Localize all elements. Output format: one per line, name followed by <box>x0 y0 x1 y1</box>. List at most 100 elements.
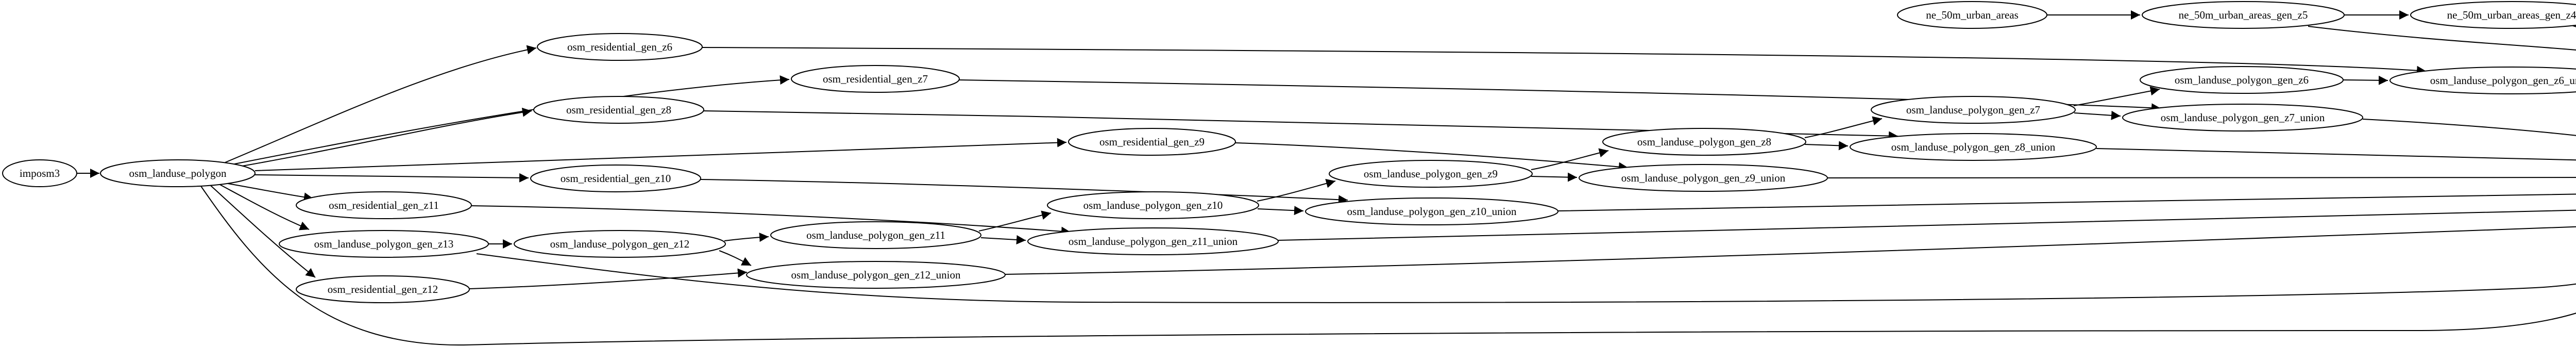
node-osm-landuse-polygon-gen-z9: osm_landuse_polygon_gen_z9 <box>1329 160 1533 188</box>
edge-gen-z13-to-layer-z13 <box>476 253 2576 303</box>
edge-gen-z12-to-gen-z11 <box>724 233 769 242</box>
gen-z10-label: osm_landuse_polygon_gen_z10 <box>1083 199 1223 211</box>
union-z9-label: osm_landuse_polygon_gen_z9_union <box>1621 172 1786 184</box>
union-z12-ellipse <box>746 261 1006 289</box>
union-z11-ellipse <box>1027 227 1279 255</box>
gen-z6-ellipse <box>2140 66 2344 94</box>
res-z7-label: osm_residential_gen_z7 <box>823 73 928 85</box>
union-z10-ellipse <box>1305 198 1558 225</box>
edge-gen-z10-to-union-z10 <box>1257 206 1304 216</box>
edge-gen-z12-to-union-z12 <box>719 250 752 266</box>
node-imposm3: imposm3 <box>2 159 77 187</box>
union-z7-label: osm_landuse_polygon_gen_z7_union <box>2161 111 2325 124</box>
edge-osm-landuse-polygon-to-res-z8 <box>242 107 532 167</box>
gen-z11-ellipse <box>770 221 981 249</box>
node-osm-landuse-polygon-gen-z6-union: osm_landuse_polygon_gen_z6_union <box>2389 67 2576 94</box>
gen-z13-ellipse <box>279 230 489 258</box>
node-osm-landuse-polygon-gen-z12: osm_landuse_polygon_gen_z12 <box>514 230 726 258</box>
edge-osm-landuse-polygon-to-res-z10 <box>255 173 529 183</box>
node-osm-landuse-polygon-gen-z10: osm_landuse_polygon_gen_z10 <box>1047 191 1259 219</box>
gen-z13-label: osm_landuse_polygon_gen_z13 <box>314 238 454 250</box>
node-osm-residential-gen-z9: osm_residential_gen_z9 <box>1068 128 1236 156</box>
node-osm-residential-gen-z11: osm_residential_gen_z11 <box>296 191 472 219</box>
ne-gen-z5-label: ne_50m_urban_areas_gen_z5 <box>2179 9 2308 21</box>
edge-ne-gen-z5-to-layer-z5 <box>2308 26 2576 51</box>
node-osm-landuse-polygon-gen-z9-union: osm_landuse_polygon_gen_z9_union <box>1579 164 1828 192</box>
edge-res-z12-to-union-z12 <box>469 268 748 289</box>
edge-osm-landuse-polygon-to-res-z9 <box>255 138 1067 171</box>
node-osm-landuse-polygon-gen-z8: osm_landuse_polygon_gen_z8 <box>1602 128 1806 156</box>
gen-z12-ellipse <box>514 230 726 258</box>
union-z11-label: osm_landuse_polygon_gen_z11_union <box>1069 235 1238 248</box>
edge-union-z11-to-layer-z11 <box>1278 209 2576 241</box>
union-z6-ellipse <box>2389 67 2576 94</box>
res-z8-ellipse <box>533 96 704 124</box>
gen-z9-label: osm_landuse_polygon_gen_z9 <box>1364 168 1498 180</box>
res-z10-ellipse <box>530 164 701 192</box>
edge-gen-z7-to-gen-z6 <box>2073 86 2160 106</box>
res-z7-ellipse <box>791 65 960 93</box>
edge-gen-z10-to-gen-z9 <box>1257 178 1336 202</box>
ne-urban-label: ne_50m_urban_areas <box>1926 9 2019 21</box>
ne-gen-z4-ellipse <box>2410 1 2576 29</box>
edge-gen-z8-to-union-z8 <box>1804 141 1849 151</box>
node-ne-50m-urban-areas: ne_50m_urban_areas <box>1897 1 2047 29</box>
res-z6-ellipse <box>537 33 703 61</box>
ne-gen-z4-label: ne_50m_urban_areas_gen_z4 <box>2447 9 2576 21</box>
node-osm-landuse-polygon-gen-z10-union: osm_landuse_polygon_gen_z10_union <box>1305 198 1558 225</box>
res-z9-label: osm_residential_gen_z9 <box>1099 136 1205 148</box>
edge-osm-landuse-polygon-to-res-z6 <box>225 45 537 163</box>
edge-gen-z11-to-gen-z10 <box>978 210 1052 232</box>
osm-landuse-polygon-ellipse <box>100 159 256 187</box>
edge-gen-z9-to-union-z9 <box>1531 172 1578 182</box>
osm-landuse-polygon-label: osm_landuse_polygon <box>129 167 227 179</box>
node-osm-residential-gen-z10: osm_residential_gen_z10 <box>530 164 701 192</box>
node-osm-residential-gen-z8: osm_residential_gen_z8 <box>533 96 704 124</box>
node-osm-landuse-polygon: osm_landuse_polygon <box>100 159 256 187</box>
union-z12-label: osm_landuse_polygon_gen_z12_union <box>791 269 961 281</box>
node-osm-residential-gen-z7: osm_residential_gen_z7 <box>791 65 960 93</box>
node-layer: imposm3 osm_landuse_polygon osm_resident… <box>2 1 2576 303</box>
edge-res-z9-to-union-z9 <box>1235 142 1629 172</box>
gen-z8-label: osm_landuse_polygon_gen_z8 <box>1637 136 1771 148</box>
gen-z7-ellipse <box>1871 96 2076 124</box>
edge-res-z11-to-union-z11 <box>471 205 1071 236</box>
gen-z9-ellipse <box>1329 160 1533 188</box>
edge-union-z7-to-layer-z7 <box>2362 119 2576 136</box>
edge-gen-z9-to-gen-z8 <box>1531 148 1609 170</box>
edge-osm-landuse-polygon-to-res-z7 <box>234 75 790 164</box>
res-z6-label: osm_residential_gen_z6 <box>567 41 672 53</box>
edge-res-z10-to-union-z10 <box>700 179 1348 205</box>
ne-urban-ellipse <box>1897 1 2047 29</box>
node-osm-residential-gen-z6: osm_residential_gen_z6 <box>537 33 703 61</box>
node-osm-residential-gen-z12: osm_residential_gen_z12 <box>296 275 470 303</box>
res-z12-ellipse <box>296 275 470 303</box>
gen-z12-label: osm_landuse_polygon_gen_z12 <box>550 238 690 250</box>
edge-gen-z8-to-gen-z7 <box>1804 116 1883 138</box>
edge-osm-landuse-polygon-to-layer-z14 <box>200 186 2576 346</box>
node-osm-landuse-polygon-gen-z11-union: osm_landuse_polygon_gen_z11_union <box>1027 227 1279 255</box>
union-z7-ellipse <box>2122 104 2363 131</box>
imposm3-ellipse <box>2 159 77 187</box>
res-z12-label: osm_residential_gen_z12 <box>328 283 438 295</box>
edge-union-z8-to-layer-z8 <box>2096 148 2576 161</box>
imposm3-label: imposm3 <box>20 167 60 179</box>
union-z8-ellipse <box>1850 133 2097 161</box>
union-z6-label: osm_landuse_polygon_gen_z6_union <box>2430 74 2576 87</box>
res-z10-label: osm_residential_gen_z10 <box>561 172 671 185</box>
union-z9-ellipse <box>1579 164 1828 192</box>
edge-gen-z11-to-union-z11 <box>980 235 1026 244</box>
gen-z10-ellipse <box>1047 191 1259 219</box>
edge-osm-landuse-polygon-to-gen-z13 <box>218 184 310 231</box>
node-osm-landuse-polygon-gen-z11: osm_landuse_polygon_gen_z11 <box>770 221 981 249</box>
union-z8-label: osm_landuse_polygon_gen_z8_union <box>1891 141 2056 153</box>
edge-union-z12-to-layer-z12 <box>1005 226 2576 275</box>
gen-z6-label: osm_landuse_polygon_gen_z6 <box>2175 74 2309 86</box>
edge-osm-landuse-polygon-to-res-z11 <box>225 183 314 202</box>
edge-gen-z7-to-union-z7 <box>2074 110 2121 120</box>
node-osm-landuse-polygon-gen-z7: osm_landuse_polygon_gen_z7 <box>1871 96 2076 124</box>
res-z11-label: osm_residential_gen_z11 <box>329 199 439 211</box>
edge-res-z6-to-union-z6 <box>702 47 2427 75</box>
